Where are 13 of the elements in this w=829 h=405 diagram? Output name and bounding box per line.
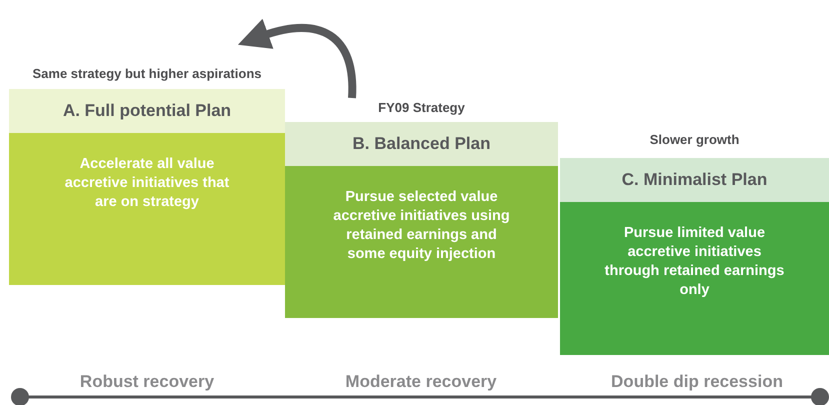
scenario-label: Robust recovery [80, 372, 214, 392]
plan-description: Pursue selected value accretive initiatives using retained earnings and some equity injection [285, 166, 558, 318]
plan-note: Same strategy but higher aspirations [31, 66, 262, 81]
plan-description: Accelerate all value accretive initiatives that are on strategy [9, 133, 285, 285]
plan-note: FY09 Strategy [377, 100, 466, 115]
plan-note: Slower growth [648, 132, 740, 147]
plan-description: Pursue limited value accretive initiatives through retained earnings only [560, 202, 829, 355]
scenario-label: Double dip recession [611, 372, 783, 392]
scenario-label: Moderate recovery [345, 372, 497, 392]
curved-arrow [238, 18, 356, 98]
plan-header: C. Minimalist Plan [560, 158, 829, 202]
plan-header: A. Full potential Plan [9, 89, 285, 133]
plan-header: B. Balanced Plan [285, 122, 558, 166]
